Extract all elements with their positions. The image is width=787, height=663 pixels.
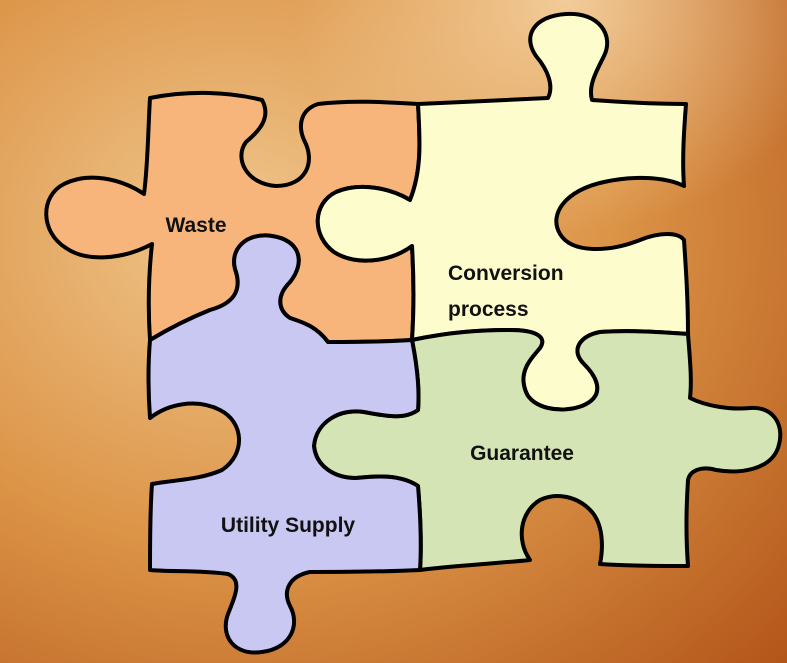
conversion-label-line1: Conversion	[448, 262, 564, 285]
conversion-process-piece[interactable]	[315, 11, 690, 412]
conversion-label-line2: process	[448, 298, 529, 321]
waste-label: Waste	[165, 214, 226, 237]
utility-supply-piece[interactable]	[146, 233, 423, 655]
utility-supply-label: Utility Supply	[221, 514, 355, 537]
guarantee-label: Guarantee	[470, 442, 574, 465]
